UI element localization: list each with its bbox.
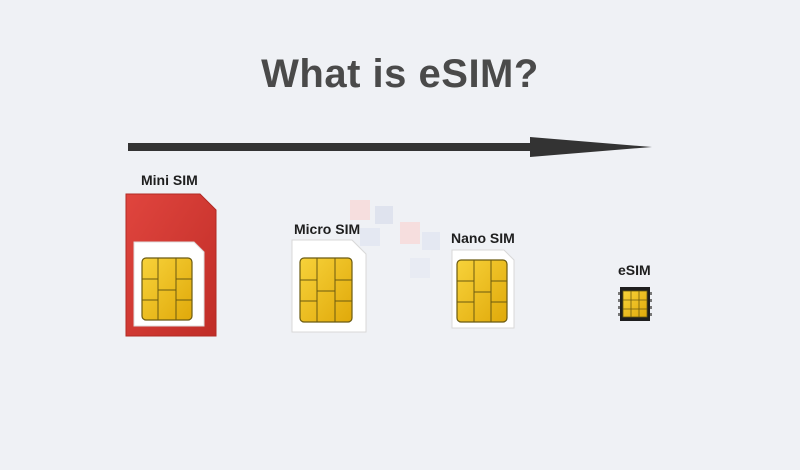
micro-sim-card bbox=[291, 239, 367, 333]
mini-sim-card bbox=[125, 193, 217, 337]
esim-label: eSIM bbox=[618, 262, 651, 278]
esim-chip bbox=[618, 287, 652, 321]
nano-sim-label: Nano SIM bbox=[451, 230, 515, 246]
background-watermark bbox=[350, 200, 440, 278]
mini-sim-label: Mini SIM bbox=[141, 172, 198, 188]
diagram-title: What is eSIM? bbox=[261, 52, 539, 96]
nano-sim-card bbox=[451, 249, 515, 329]
micro-sim-label: Micro SIM bbox=[294, 221, 361, 237]
